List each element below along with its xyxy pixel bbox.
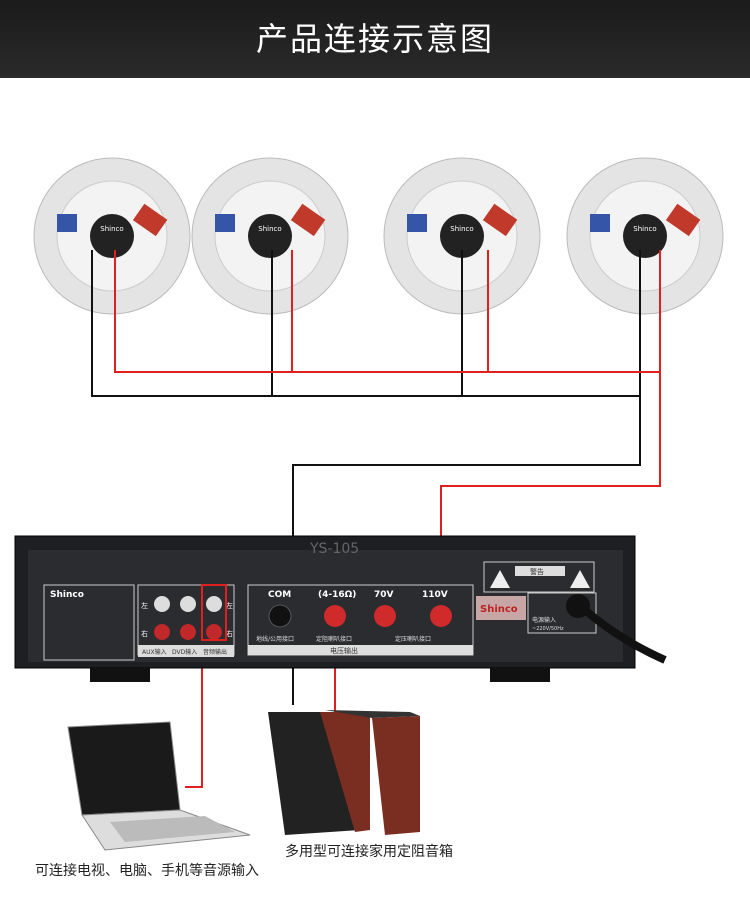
110v-label: 110V [422, 590, 448, 600]
speaker-brand: Shinco [633, 225, 656, 233]
70v-label: 70V [374, 590, 394, 600]
voltage-port-label: 定压喇叭接口 [395, 635, 431, 643]
brand-sticker: Shinco [480, 604, 518, 615]
ceiling-speaker-1: Shinco [33, 157, 191, 315]
speaker-box-caption: 多用型可连接家用定阻音箱 [285, 844, 453, 860]
left-label: 左 [226, 601, 233, 610]
hazard-icon [490, 570, 510, 588]
speaker-brand: Shinco [258, 225, 281, 233]
speaker-brand: Shinco [450, 225, 473, 233]
black-wires [91, 250, 641, 705]
header-bar: 产品连接示意图 [0, 0, 750, 78]
power-cord [582, 606, 667, 664]
model-mark: YS-105 [309, 541, 359, 557]
right-label: 右 [141, 629, 148, 638]
impedance-port-label: 定阻喇叭接口 [316, 635, 352, 643]
speaker-brand: Shinco [100, 225, 123, 233]
impedance-label: (4-16Ω) [318, 590, 356, 600]
power-in-label: 电源输入 [532, 616, 556, 624]
red-wires [114, 250, 661, 788]
left-label: 左 [141, 601, 148, 610]
laptop [67, 721, 251, 851]
audio-out-label: 音频输出 [203, 648, 227, 656]
ceiling-speaker-4: Shinco [566, 157, 724, 315]
audio-out-highlight [201, 584, 227, 641]
right-label: 右 [226, 629, 233, 638]
power-spec-label: ~220V/50Hz [532, 626, 564, 632]
amplifier: YS-105 Shinco 左 右 左 右 AUX输入 DVD输入 音频输出 C… [14, 535, 667, 682]
amp-brand: Shinco [50, 590, 84, 600]
com-label: COM [268, 590, 291, 600]
aux-in-label: AUX输入 [142, 648, 167, 656]
page-title: 产品连接示意图 [255, 20, 494, 58]
ceiling-speaker-2: Shinco [191, 157, 349, 315]
warning-icon [570, 570, 590, 588]
speaker-boxes [268, 710, 420, 835]
com-port-label: 地线/公用接口 [256, 635, 294, 643]
warning-label: 警告 [530, 567, 544, 576]
voltage-out-label: 电压输出 [330, 646, 358, 655]
laptop-caption: 可连接电视、电脑、手机等音源输入 [35, 863, 259, 879]
dvd-in-label: DVD输入 [172, 648, 197, 656]
